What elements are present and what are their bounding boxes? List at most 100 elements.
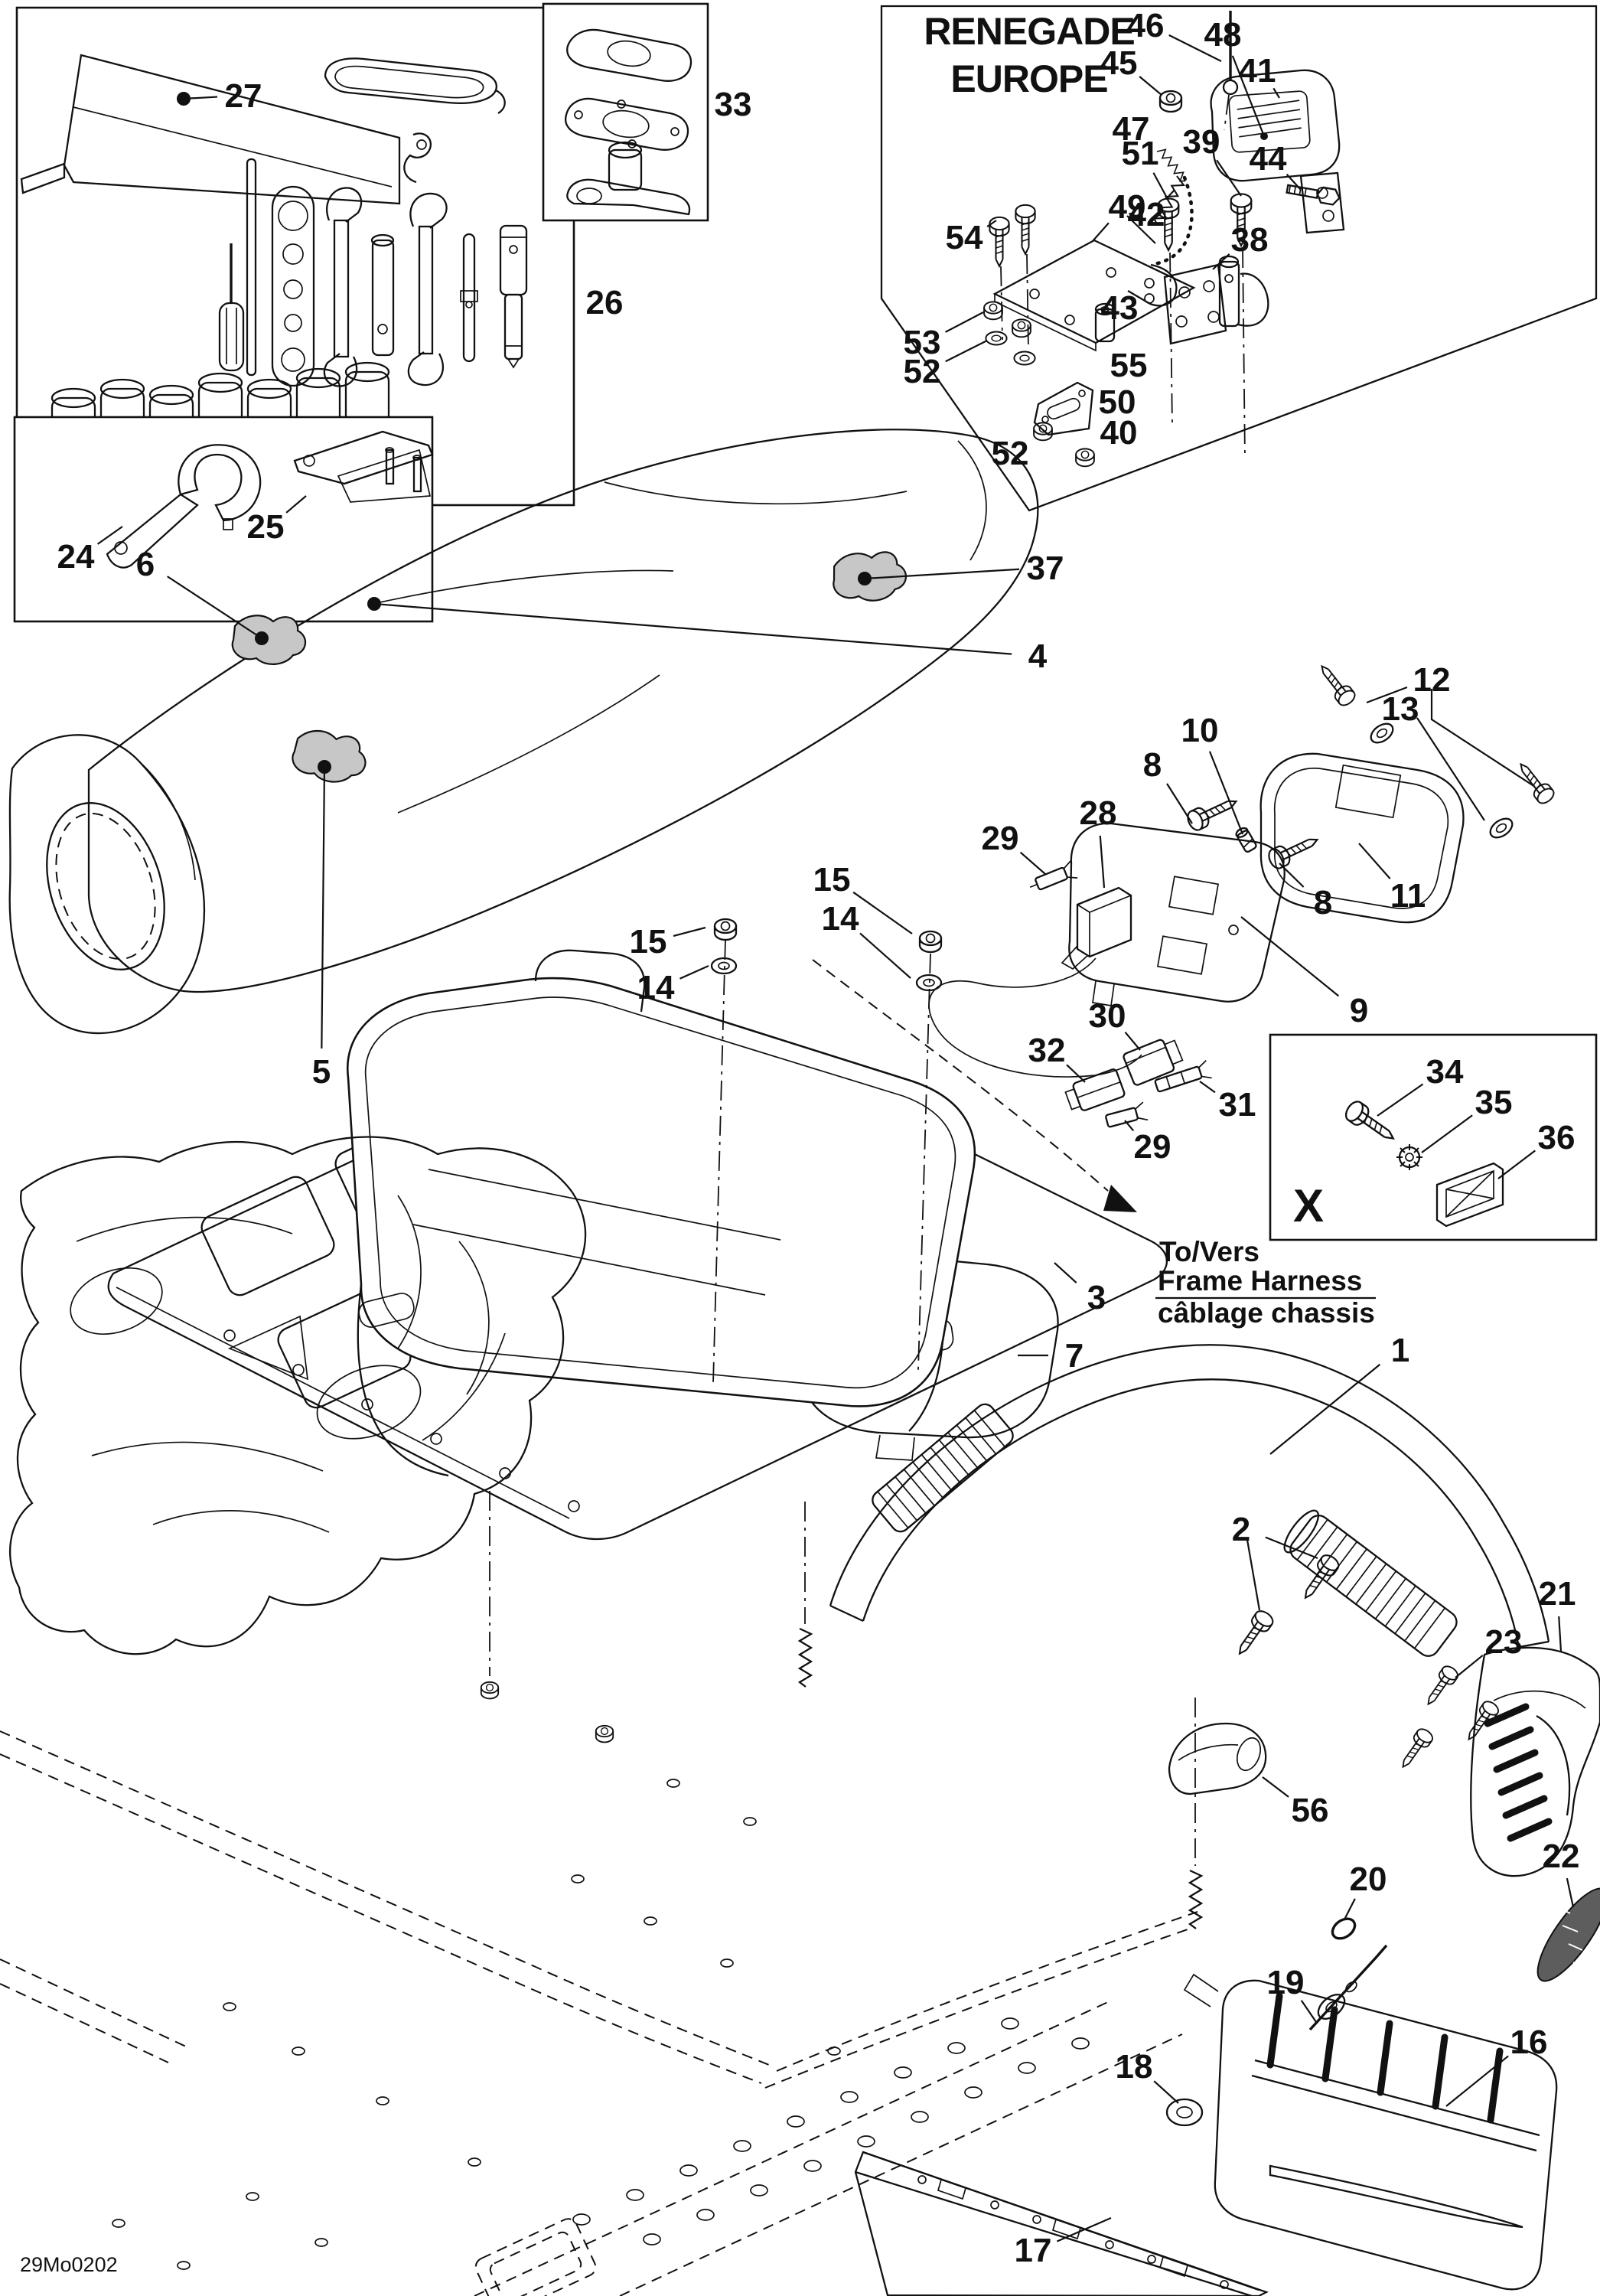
leader-line (1497, 1150, 1536, 1179)
part-number-label: 34 (1426, 1053, 1464, 1091)
callout-44-12: 44 (1250, 140, 1302, 191)
part-number-label: 39 (1183, 123, 1220, 161)
tunnel-opening (474, 2218, 597, 2296)
part-number-label: 25 (247, 508, 285, 546)
renegade-europe-border (880, 5, 1598, 512)
tool-open-end-wrench (323, 187, 363, 387)
callout-50-21: 50 (1099, 383, 1136, 421)
leader-line (1273, 87, 1280, 99)
latch-body (566, 141, 691, 216)
leader-line (1054, 1262, 1077, 1283)
callout-8-39: 8 (1279, 863, 1332, 921)
leader-line (1165, 189, 1175, 201)
part-23-screws (1395, 1662, 1502, 1773)
leader-line (1199, 1081, 1216, 1094)
callout-20-55: 20 (1344, 1861, 1387, 1920)
leader-line (1240, 916, 1340, 997)
leader-line (1300, 2000, 1317, 2023)
callout-37-26: 37 (858, 550, 1064, 587)
part-29b-terminal (1105, 1101, 1149, 1128)
inset-tool-kit (13, 6, 575, 623)
leader-line (1558, 1616, 1563, 1652)
part-number-label: 11 (1390, 877, 1426, 915)
callout-52-19: 52 (904, 340, 988, 390)
leader-line (1066, 1064, 1086, 1083)
callout-32-42: 32 (1028, 1032, 1086, 1083)
tool-pin (460, 233, 478, 363)
callout-53-18: 53 (904, 311, 984, 361)
part-number-label: 4 (1028, 638, 1048, 675)
part-21-side-panel (1470, 1646, 1600, 1877)
callout-51-9: 51 (1122, 135, 1169, 201)
leader-line (1212, 253, 1230, 270)
part-9-taillight-base (1068, 822, 1286, 1006)
part-number-label: 8 (1143, 746, 1162, 784)
part-5-decal (288, 726, 370, 788)
leader-dot-icon (177, 92, 191, 106)
part-number-label: 15 (813, 861, 851, 899)
callout-21-52: 21 (1539, 1575, 1576, 1652)
leader-line (1208, 751, 1244, 835)
part-number-label: 13 (1382, 690, 1419, 728)
callout-45-7: 45 (1100, 44, 1162, 96)
part-number-label: 46 (1127, 7, 1165, 44)
leader-dot-icon (318, 760, 331, 774)
leader-line (1566, 1877, 1575, 1908)
leader-line (1445, 2055, 1509, 2107)
leader-line (945, 311, 984, 333)
leader-line (1279, 863, 1305, 888)
renegade-title-line1: RENEGADE (924, 10, 1134, 53)
leader-dot-icon (255, 631, 269, 645)
leader-line (1286, 173, 1302, 191)
callout-7-49: 7 (1018, 1337, 1084, 1375)
callout-33-1: 33 (715, 86, 752, 123)
callout-28-33: 28 (1080, 794, 1116, 889)
part-48-decal (1228, 90, 1311, 153)
part-number-label: 9 (1350, 992, 1368, 1029)
callout-25-4: 25 (247, 495, 307, 546)
part-56-end-cap (1168, 1722, 1267, 1795)
part-number-label: 20 (1350, 1861, 1387, 1898)
leader-line (1057, 2216, 1112, 2242)
taillight-assembly (928, 660, 1558, 1128)
leader-line (1092, 222, 1110, 242)
leader-line (1216, 159, 1242, 197)
part-number-label: 48 (1204, 16, 1242, 54)
callout-30-41: 30 (1089, 997, 1141, 1051)
harness-note-line1: To/Vers (1159, 1236, 1259, 1267)
callout-14-31: 14 (822, 900, 911, 979)
part-4-seat (8, 429, 1039, 1035)
part-45-nut (1158, 90, 1183, 113)
callout-14-29: 14 (637, 964, 709, 1006)
part-36-reflector (1435, 1162, 1504, 1228)
bumper-grip-installed (872, 1403, 1014, 1533)
part-number-label: 35 (1475, 1084, 1513, 1121)
part-49-plate (992, 215, 1196, 352)
callout-36-47: 36 (1497, 1119, 1575, 1179)
part-number-label: 33 (715, 86, 752, 123)
leader-line (679, 964, 709, 980)
part-2-screws (1230, 1539, 1343, 1660)
callout-54-13: 54 (946, 219, 997, 256)
part-38-hitch-bracket (1163, 255, 1269, 345)
part-number-label: 1 (1391, 1332, 1409, 1369)
tool-socket-adapter (499, 224, 528, 369)
rear-frame-extension (9, 1136, 587, 1655)
callout-47-11: 47 (1113, 110, 1150, 148)
drawing-code: 29Mo0202 (20, 2253, 118, 2276)
inset-latch-kit (542, 2, 709, 222)
part-number-label: 29 (1134, 1128, 1171, 1166)
leader-line (1358, 843, 1391, 879)
part-30-connector (1123, 1039, 1184, 1086)
leader-line (1153, 2080, 1179, 2104)
callout-43-17: 43 (1101, 289, 1139, 327)
callout-29-44: 29 (1124, 1120, 1171, 1166)
callout-39-10: 39 (1183, 123, 1242, 197)
inset-x-hardware: X (1269, 1033, 1598, 1241)
arrow-head-icon (1103, 1185, 1137, 1212)
tunnel-holes (112, 1779, 841, 2270)
part-number-label: 50 (1099, 383, 1136, 421)
running-board-perforations (572, 2017, 1090, 2245)
